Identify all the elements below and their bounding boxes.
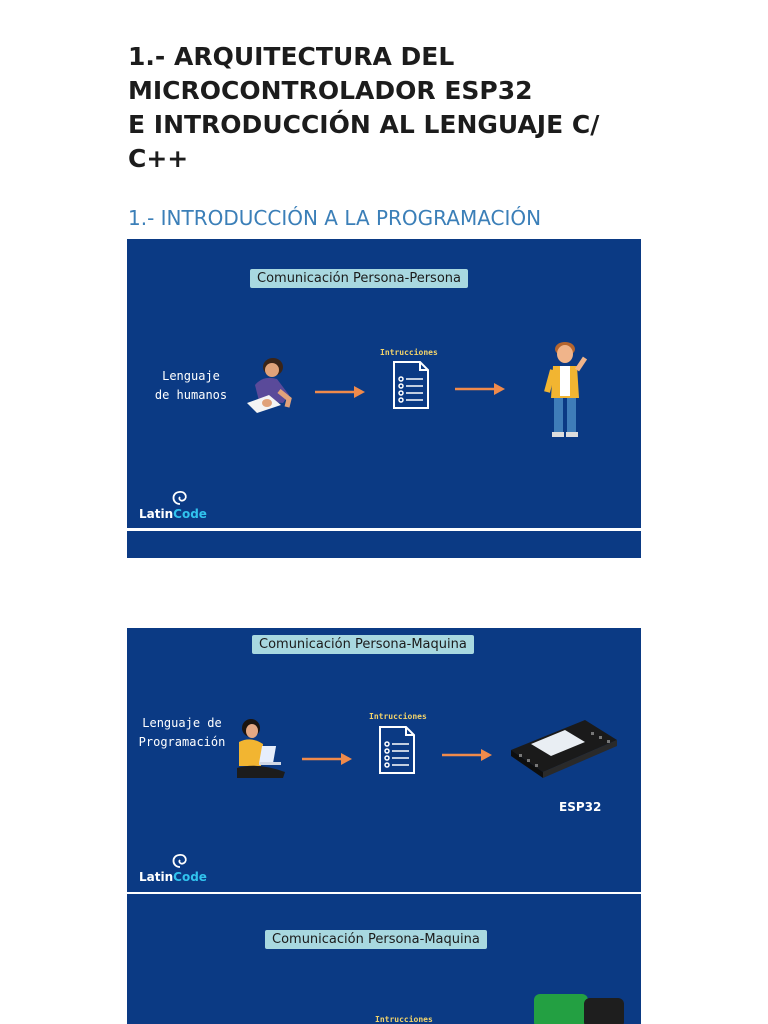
green-device-illustration [534, 994, 624, 1024]
latincode-logo: LatinCode [139, 850, 219, 890]
section-heading: 1.- INTRODUCCIÓN A LA PROGRAMACIÓN [128, 206, 542, 230]
instructions-label: Intrucciones [369, 712, 427, 721]
document-list-icon [379, 726, 415, 774]
title-line-4: C++ [128, 144, 189, 173]
standing-person-illustration [544, 342, 588, 437]
arrow-right-icon [442, 749, 492, 761]
latincode-logo: LatinCode [139, 487, 219, 527]
slide-persona-maquina: Comunicación Persona-Maquina Lenguaje de… [127, 628, 641, 892]
latincode-swirl-icon [172, 491, 187, 505]
slide-title: Comunicación Persona-Maquina [265, 930, 487, 949]
instructions-label: Intrucciones [375, 1015, 433, 1024]
latincode-wordmark: LatinCode [139, 507, 207, 521]
slide-title: Comunicación Persona-Maquina [252, 635, 474, 654]
arrow-right-icon [315, 386, 365, 398]
arrow-right-icon [455, 383, 505, 395]
esp32-label: ESP32 [559, 800, 602, 814]
instructions-label: Intrucciones [380, 348, 438, 357]
title-line-1: 1.- ARQUITECTURA DEL [128, 42, 455, 71]
laptop-person-illustration [237, 719, 285, 778]
latincode-wordmark: LatinCode [139, 870, 207, 884]
arrow-right-icon [302, 753, 352, 765]
human-language-label: Lenguaje de humanos [154, 369, 228, 402]
programming-language-label: Lenguaje de Programación [138, 716, 226, 749]
slide-divider [127, 528, 641, 531]
slide-persona-persona: Comunicación Persona-Persona Lenguaje de… [127, 239, 641, 558]
slide-persona-maquina-2: Comunicación Persona-Maquina Intruccione… [127, 894, 641, 1024]
writing-person-illustration [247, 358, 292, 413]
esp32-board-illustration [511, 720, 617, 778]
latincode-swirl-icon [172, 854, 187, 868]
title-line-3: E INTRODUCCIÓN AL LENGUAJE C/ [128, 110, 600, 139]
title-line-2: MICROCONTROLADOR ESP32 [128, 76, 533, 105]
page-title: 1.- ARQUITECTURA DEL MICROCONTROLADOR ES… [128, 40, 648, 176]
slide-title: Comunicación Persona-Persona [250, 269, 468, 288]
document-list-icon [393, 361, 429, 409]
